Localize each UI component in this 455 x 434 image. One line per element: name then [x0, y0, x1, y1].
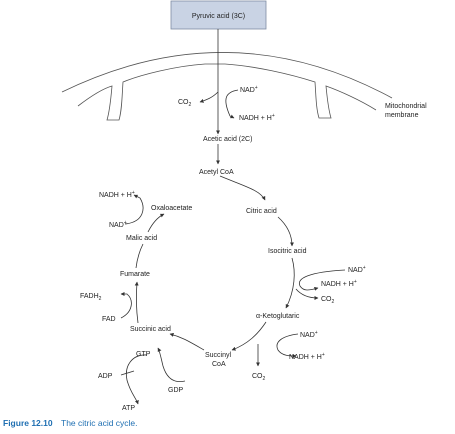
fad-to-fadh2-arrow: [120, 292, 132, 319]
nad-label-malate: NAD+: [109, 220, 127, 229]
a-ketoglutaric-label: α-Ketoglutaric: [256, 313, 300, 320]
adp-label: ADP: [98, 373, 113, 380]
co2-release-arrow-top: [199, 91, 219, 103]
adp-input-line: [120, 370, 135, 376]
coa-label: CoA: [212, 361, 226, 368]
cycle-arrows: [134, 213, 295, 351]
pyruvic-acid-box: Pyruvic acid (3C): [170, 0, 267, 30]
fadh2-label: FADH2: [80, 293, 102, 302]
co2-label-ketoglutarate: CO2: [252, 373, 266, 382]
gtp-to-atp-arrow: [125, 354, 148, 405]
gtp-label: GTP: [136, 351, 151, 358]
nad-to-nadh-arrow-isocitrate: [298, 269, 346, 291]
nad-to-nadh-arrow: [225, 89, 239, 119]
pyruvic-acid-label: Pyruvic acid (3C): [192, 13, 245, 20]
mitochondrial-membrane: [61, 52, 393, 121]
nad-label-ketoglutarate: NAD+: [300, 330, 318, 339]
acetylcoa-to-citric-arrow: [219, 175, 266, 201]
succinic-acid-label: Succinic acid: [130, 326, 171, 333]
isocitric-acid-label: Isocitric acid: [268, 248, 307, 255]
gdp-label: GDP: [168, 387, 184, 394]
co2-release-arrow-isocitrate: [295, 288, 319, 300]
figure-caption: Figure 12.10 The citric acid cycle.: [3, 418, 138, 428]
nadh-label-top: NADH + H+: [239, 113, 275, 122]
nadh-label-ketoglutarate: NADH + H+: [289, 352, 325, 361]
fad-label: FAD: [102, 316, 116, 323]
fumarate-label: Fumarate: [120, 271, 150, 278]
co2-label-isocitrate: CO2: [321, 296, 335, 305]
atp-label: ATP: [122, 405, 135, 412]
nadh-label-isocitrate: NADH + H+: [321, 279, 357, 288]
nad-label-isocitrate: NAD+: [348, 265, 366, 274]
membrane-label-line1: Mitochondrial: [385, 103, 427, 110]
acetic-acid-label: Acetic acid (2C): [203, 136, 252, 143]
nad-to-nadh-arrow-malate: [124, 194, 144, 225]
co2-label-top: CO2: [178, 99, 192, 108]
gdp-to-gtp-arrow: [157, 347, 186, 383]
malic-acid-label: Malic acid: [126, 235, 157, 242]
acetyl-coa-label: Acetyl CoA: [199, 169, 234, 176]
succinyl-label: Succinyl: [205, 352, 232, 359]
caption-text: The citric acid cycle.: [61, 418, 138, 428]
oxaloacetate-label: Oxaloacetate: [151, 205, 192, 212]
nad-to-nadh-arrow-ketoglutarate: [276, 333, 299, 358]
caption-number: Figure 12.10: [3, 418, 53, 428]
citric-acid-label: Citric acid: [246, 208, 277, 215]
nad-label-top: NAD+: [240, 85, 258, 94]
nadh-label-malate: NADH + H+: [99, 190, 135, 199]
membrane-label-line2: membrane: [385, 112, 419, 119]
